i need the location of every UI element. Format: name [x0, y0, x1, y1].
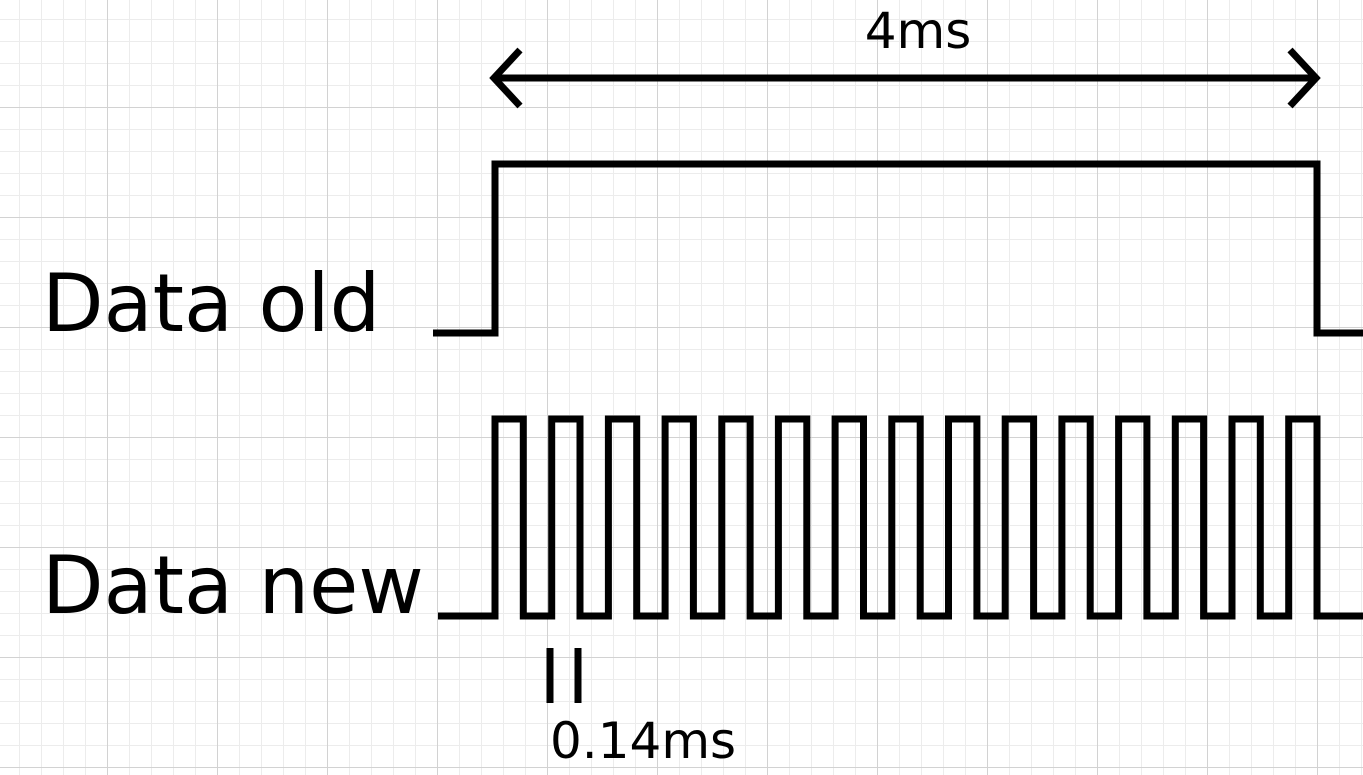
- signal-old-label: Data old: [42, 257, 380, 350]
- signal-new-label: Data new: [42, 539, 424, 632]
- duration-arrow-left-head: [489, 47, 523, 109]
- duration-arrow: [489, 47, 1321, 109]
- duration-label: 4ms: [865, 2, 972, 60]
- signal-new-waveform: [438, 415, 1363, 620]
- period-label: 0.14ms: [550, 712, 736, 770]
- signal-old-waveform: [433, 160, 1363, 337]
- duration-arrow-right-head: [1287, 47, 1321, 109]
- period-marker: [546, 648, 582, 703]
